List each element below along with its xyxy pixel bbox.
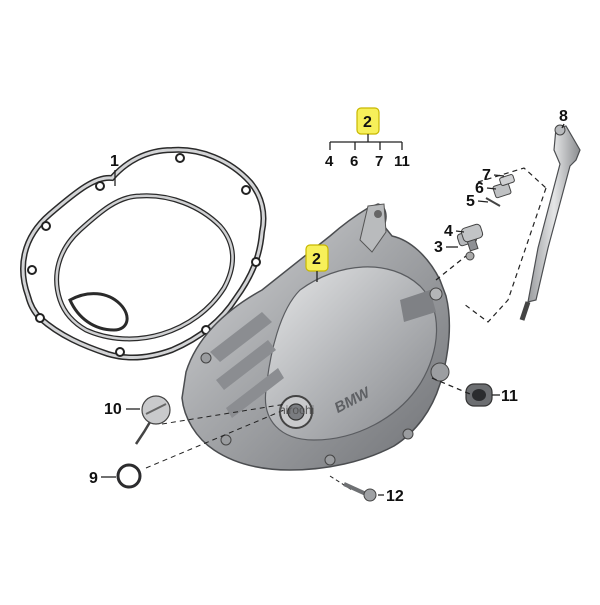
engine-cover: BMW (181, 203, 451, 471)
tree-child: 4 (325, 153, 334, 170)
callout-4: 4 (444, 223, 465, 240)
callout-6: 6 (475, 180, 497, 197)
svg-text:4: 4 (444, 223, 453, 240)
svg-text:2: 2 (363, 114, 372, 131)
svg-text:9: 9 (89, 470, 98, 487)
group-bracket (431, 167, 547, 395)
callout-2-main: 2 (305, 244, 329, 282)
filler-cap (134, 395, 287, 445)
svg-text:7: 7 (482, 167, 491, 184)
callout-2-top: 2 4 6 7 11 (325, 107, 410, 170)
svg-text:6: 6 (475, 180, 484, 197)
svg-text:10: 10 (104, 401, 122, 418)
svg-text:5: 5 (466, 193, 475, 210)
shift-shaft (519, 124, 581, 321)
callout-11: 11 (492, 388, 518, 405)
small-parts (456, 174, 515, 407)
svg-text:3: 3 (434, 239, 443, 256)
screw (329, 475, 377, 502)
watermark: hirochi (279, 403, 314, 417)
callout-3: 3 (434, 239, 458, 256)
callout-8: 8 (559, 108, 568, 129)
callout-1: 1 (110, 153, 119, 186)
svg-text:11: 11 (501, 388, 518, 405)
svg-text:8: 8 (559, 108, 568, 125)
callout-5: 5 (466, 193, 489, 210)
callout-9: 9 (89, 470, 116, 487)
tree-child: 11 (394, 153, 410, 170)
callout-12: 12 (378, 488, 404, 505)
callout-10: 10 (104, 401, 140, 418)
callout-7: 7 (482, 167, 505, 184)
tree-child: 6 (350, 153, 358, 170)
o-ring (116, 409, 285, 489)
svg-text:1: 1 (110, 153, 119, 170)
svg-text:12: 12 (386, 488, 404, 505)
tree-child: 7 (375, 153, 383, 170)
svg-text:2: 2 (312, 251, 321, 268)
